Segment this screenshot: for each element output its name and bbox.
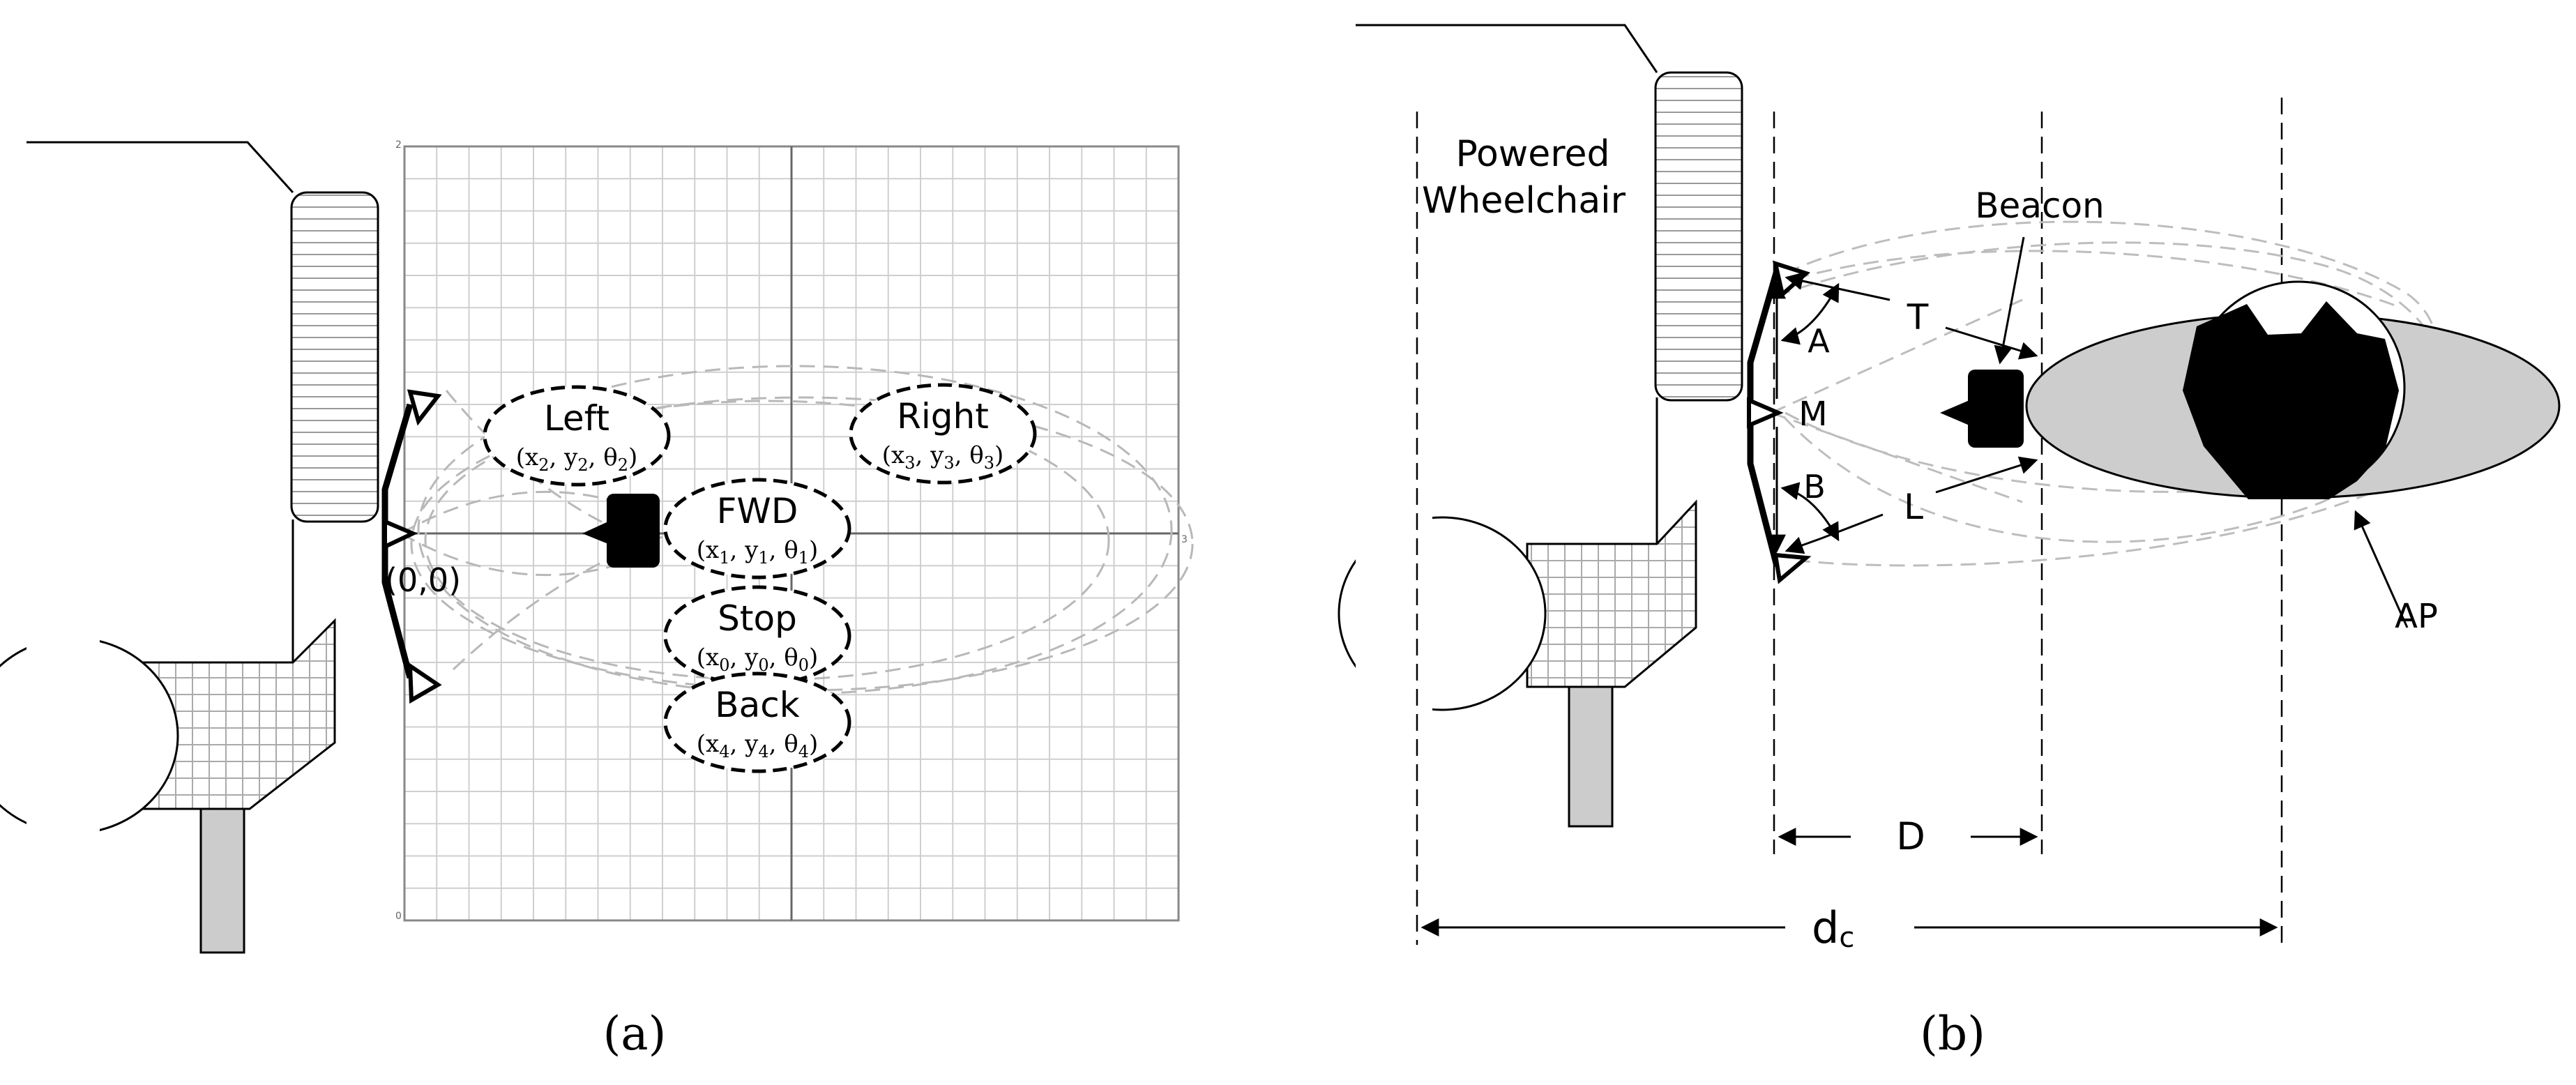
beacon-icon bbox=[1940, 370, 2024, 448]
geometry-annotations bbox=[1420, 236, 2409, 936]
zone-right: Right (x3, y3, θ3) bbox=[849, 383, 1037, 485]
sensor-triangle bbox=[407, 389, 442, 426]
label-ap: AP bbox=[2395, 597, 2438, 636]
zone-name: Right bbox=[897, 396, 989, 437]
wheelchair-leg bbox=[199, 807, 245, 954]
sensor-triangle bbox=[1747, 397, 1784, 429]
zone-coordinates: (x4, y4, θ4) bbox=[697, 730, 818, 761]
panel-b: Powered Wheelchair Beacon T A M B L AP D… bbox=[1338, 24, 2561, 1061]
origin-label: (0,0) bbox=[385, 561, 461, 599]
wheelchair-wheel bbox=[290, 191, 379, 523]
zone-name: Stop bbox=[718, 598, 797, 639]
zone-coordinates: (x3, y3, θ3) bbox=[882, 441, 1003, 473]
wheelchair-seat bbox=[1526, 499, 1697, 688]
zone-name: FWD bbox=[717, 491, 798, 531]
wheelchair-b bbox=[1338, 24, 1743, 828]
zone-labels: Left (x2, y2, θ2) Right (x3, y3, θ3) FWD (x1,… bbox=[483, 383, 1037, 773]
zone-coordinates: (x0, y0, θ0) bbox=[697, 644, 818, 675]
label-dc: dc bbox=[1812, 902, 1854, 954]
zone-back: Back (x4, y4, θ4) bbox=[663, 672, 851, 773]
wheelchair-a bbox=[0, 141, 379, 954]
label-l: L bbox=[1904, 487, 1923, 527]
wheelchair-label-line2: Wheelchair bbox=[1422, 180, 1626, 222]
zone-left: Left (x2, y2, θ2) bbox=[483, 385, 671, 487]
zone-coordinates: (x1, y1, θ1) bbox=[697, 536, 818, 568]
zone-stop: Stop (x0, y0, θ0) bbox=[663, 585, 851, 687]
label-t: T bbox=[1907, 297, 1929, 337]
zone-coordinates: (x2, y2, θ2) bbox=[516, 443, 637, 475]
label-a: A bbox=[1808, 322, 1830, 360]
reference-lines bbox=[1416, 98, 2283, 945]
sensor-triangle bbox=[407, 662, 442, 704]
sensor-triangle bbox=[1773, 552, 1812, 584]
axis-tick-top: 2 bbox=[395, 139, 402, 151]
wheelchair-leg bbox=[1568, 685, 1614, 828]
label-m: M bbox=[1798, 395, 1827, 434]
sensor-triangle bbox=[383, 518, 418, 550]
zone-ellipse bbox=[483, 385, 671, 487]
wheelchair-label-line1: Powered bbox=[1455, 133, 1609, 175]
beacon-icon bbox=[582, 494, 660, 568]
axis-tick-bottom: 0 bbox=[395, 911, 402, 922]
zone-name: Left bbox=[544, 398, 609, 439]
zone-name: Back bbox=[715, 685, 799, 725]
axis-tick-right: 3 bbox=[1181, 534, 1188, 545]
label-b: B bbox=[1803, 468, 1826, 506]
zone-ellipse bbox=[663, 672, 851, 773]
beacon-label: Beacon bbox=[1975, 185, 2104, 226]
zone-fwd: FWD (x1, y1, θ1) bbox=[663, 478, 851, 579]
wheelchair-wheel bbox=[1654, 71, 1743, 402]
caption-a: (a) bbox=[603, 1007, 667, 1061]
zone-ellipse bbox=[663, 478, 851, 579]
panel-a: 2 0 3 bbox=[0, 139, 1194, 1061]
zone-ellipse bbox=[849, 383, 1037, 485]
caption-b: (b) bbox=[1920, 1007, 1985, 1061]
access-point-icon bbox=[2025, 280, 2561, 499]
label-d: D bbox=[1896, 814, 1925, 858]
sensor-frame-a bbox=[381, 389, 442, 704]
